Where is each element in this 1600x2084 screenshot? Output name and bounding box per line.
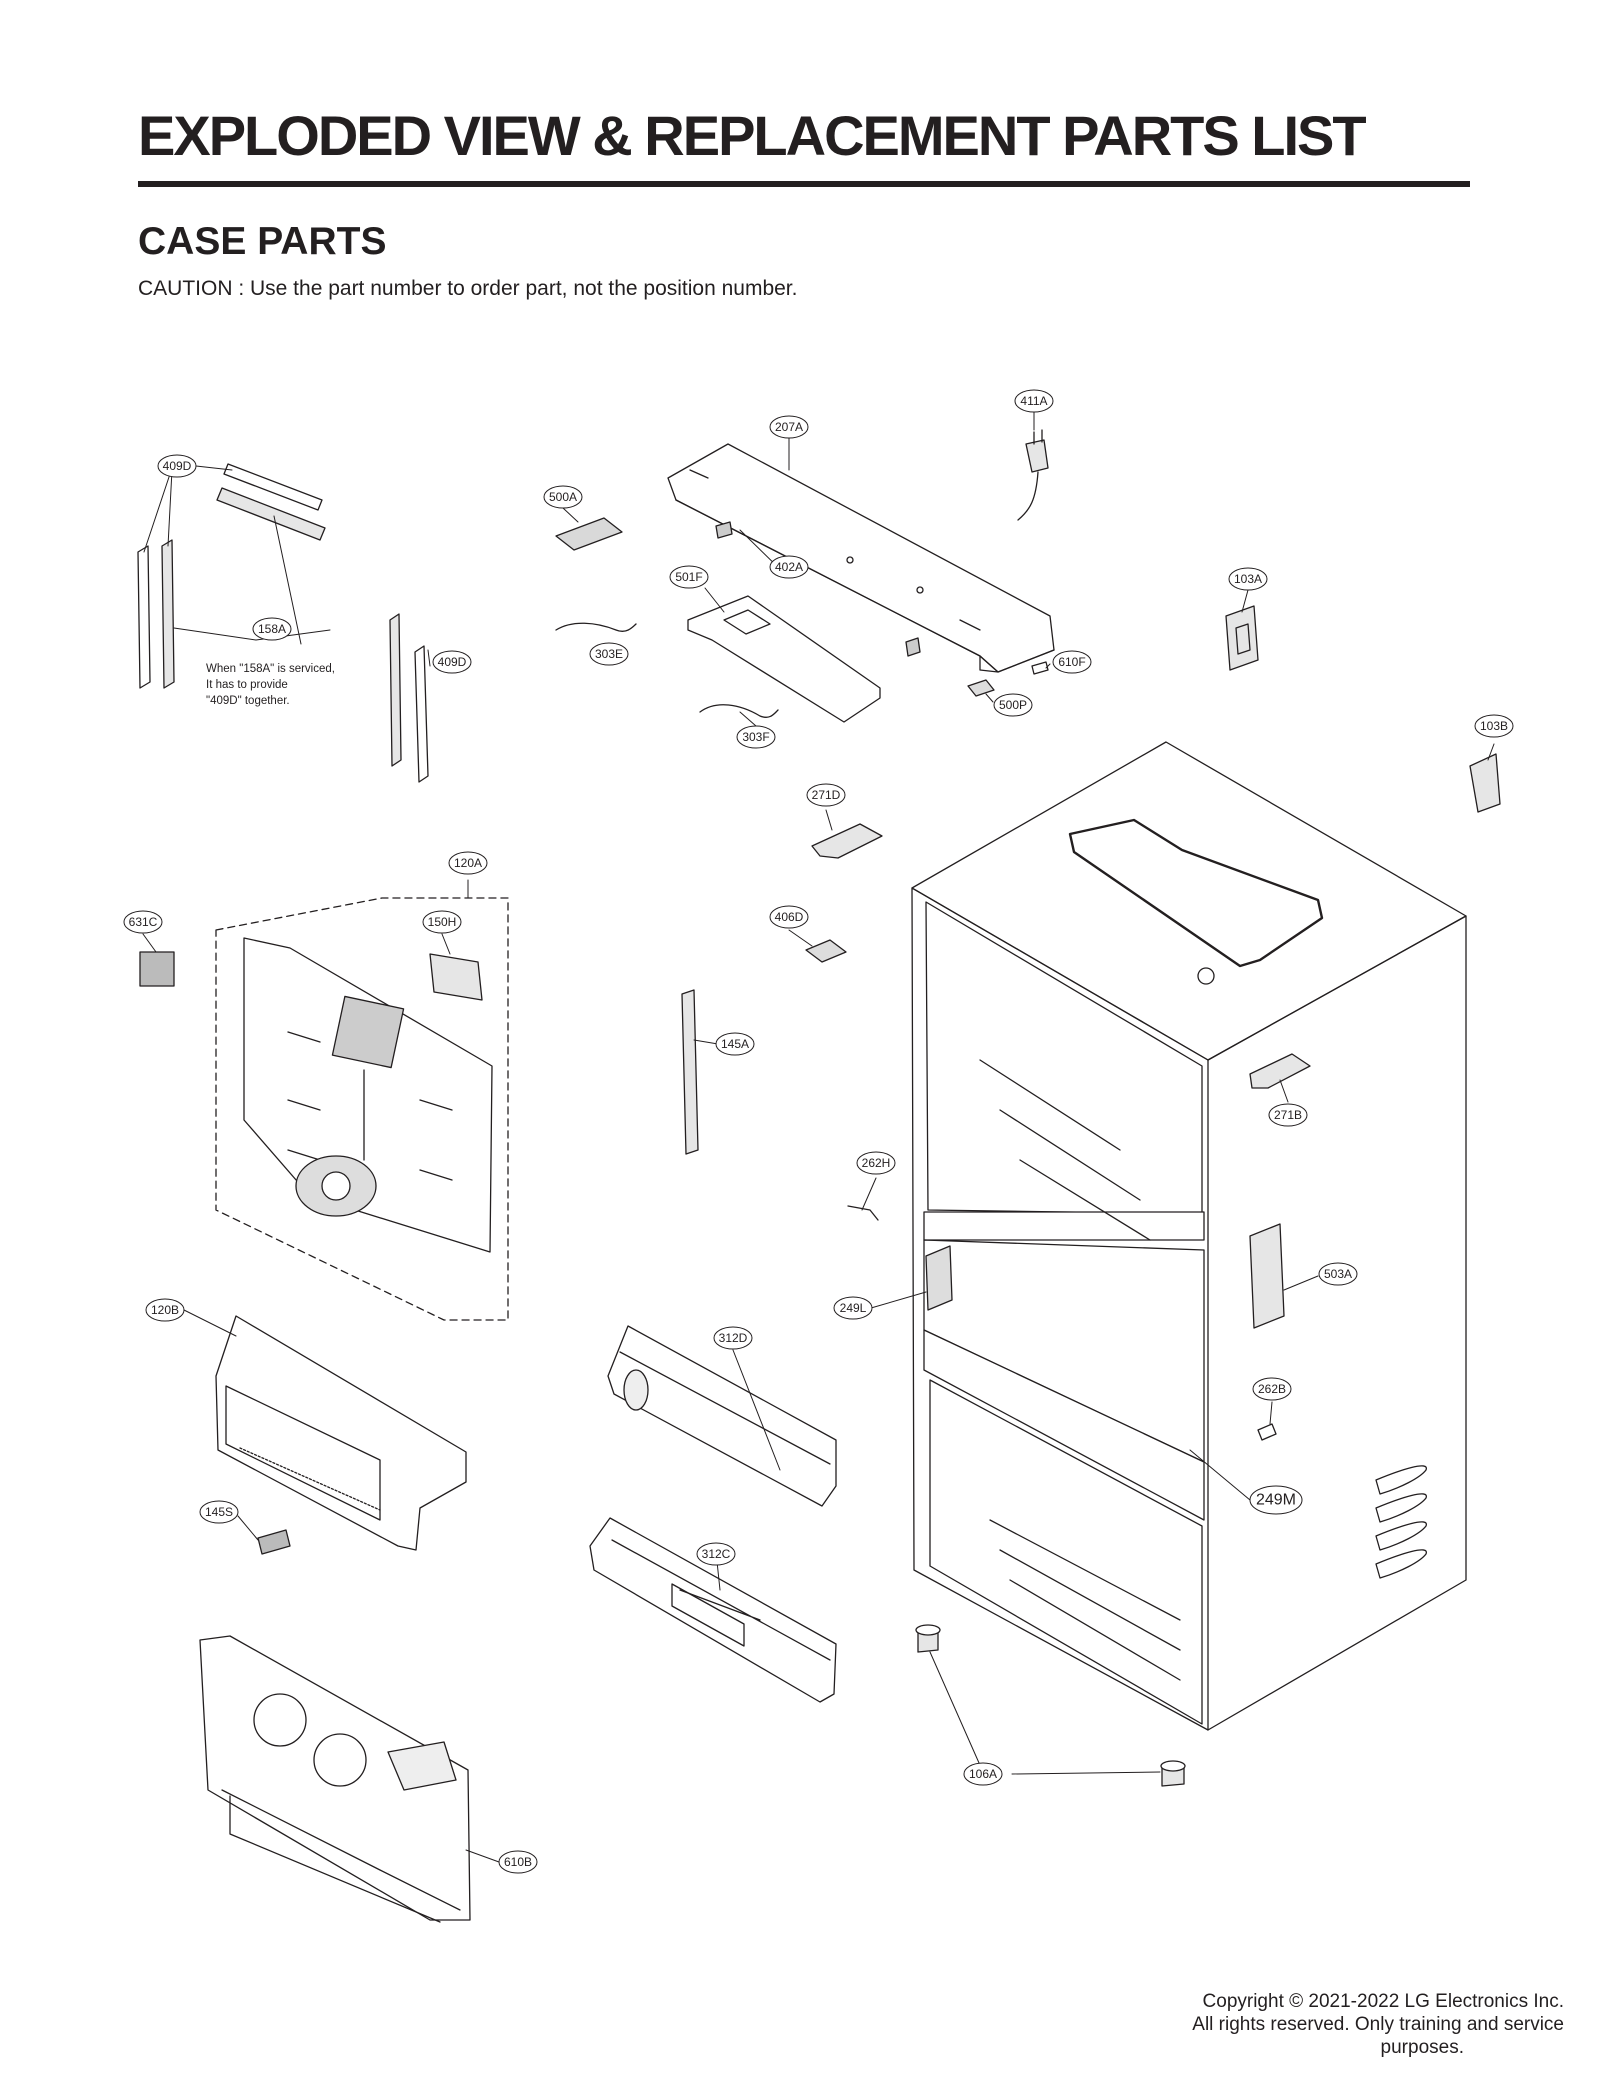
duct-145a — [681, 989, 699, 1155]
cabinet-body — [911, 741, 1467, 1731]
callout-145a: 145A — [721, 1037, 749, 1051]
assembly-box-120a — [215, 897, 509, 1321]
callout-249m: 249M — [1256, 1492, 1296, 1509]
copyright-line-1: Copyright © 2021-2022 LG Electronics Inc… — [1202, 1991, 1564, 2012]
pcb-cover-501f — [687, 595, 881, 723]
callout-303e: 303E — [595, 647, 623, 661]
callout-631c: 631C — [129, 915, 158, 929]
callout-501f: 501F — [675, 570, 702, 584]
callout-158a: 158A — [258, 622, 286, 636]
service-note-line-2: It has to provide — [206, 679, 288, 691]
title-rule — [138, 181, 1470, 187]
evaporator-cover-120a — [243, 937, 493, 1253]
service-note: When "158A" is serviced, It has to provi… — [206, 663, 335, 707]
callout-503a: 503A — [1324, 1267, 1352, 1281]
caution-text: CAUTION : Use the part number to order p… — [138, 277, 798, 300]
callout-262h: 262H — [862, 1156, 891, 1170]
callout-312d: 312D — [719, 1331, 748, 1345]
bin-312c — [589, 1517, 837, 1703]
ice-assembly-610b — [199, 1635, 471, 1923]
callout-120a: 120A — [454, 856, 482, 870]
copyright-line-2: All rights reserved. Only training and s… — [1192, 2014, 1564, 2036]
callout-409d-lower: 409D — [438, 655, 467, 669]
callout-406d: 406D — [775, 910, 804, 924]
callout-103a: 103A — [1234, 572, 1262, 586]
callout-ovals — [123, 389, 1514, 1874]
callout-610b: 610B — [504, 1855, 532, 1869]
callout-411a: 411A — [1020, 394, 1047, 408]
callout-303f: 303F — [742, 730, 769, 744]
callout-409d: 409D — [163, 459, 192, 473]
copyright-line-3: purposes. — [1380, 2037, 1464, 2059]
duct-assembly-120b — [215, 1315, 467, 1551]
callout-150h: 150H — [428, 915, 457, 929]
filter-631c — [139, 951, 175, 987]
callout-271b: 271B — [1274, 1108, 1302, 1122]
exploded-view-diagram: 411A 207A 409D 500A 402A 501F 103A 158A … — [123, 389, 1514, 1923]
callout-500p: 500P — [999, 698, 1027, 712]
section-title: CASE PARTS — [138, 220, 387, 263]
frame-strips-group — [137, 463, 429, 783]
callout-500a: 500A — [549, 490, 577, 504]
copyright-notice: Copyright © 2021-2022 LG Electronics Inc… — [1104, 1990, 1564, 2060]
leveling-feet-106a — [915, 1624, 1186, 1787]
callout-145s: 145S — [205, 1505, 233, 1519]
page-title: EXPLODED VIEW & REPLACEMENT PARTS LIST — [138, 104, 1367, 167]
pcb-500a — [555, 517, 623, 551]
bin-312d — [607, 1325, 837, 1507]
power-cord-411a — [1017, 429, 1049, 521]
service-note-line-3: "409D" together. — [206, 695, 290, 707]
callout-120b: 120B — [151, 1303, 179, 1317]
callout-271d: 271D — [812, 788, 841, 802]
callout-312c: 312C — [702, 1547, 731, 1561]
callout-402a: 402A — [775, 560, 803, 574]
callout-106a: 106A — [969, 1767, 997, 1781]
service-note-line-1: When "158A" is serviced, — [206, 663, 335, 675]
callout-610f: 610F — [1058, 655, 1085, 669]
callout-103b: 103B — [1480, 719, 1508, 733]
callout-207a: 207A — [775, 420, 803, 434]
callout-249l: 249L — [840, 1301, 867, 1315]
callout-262b: 262B — [1258, 1382, 1286, 1396]
